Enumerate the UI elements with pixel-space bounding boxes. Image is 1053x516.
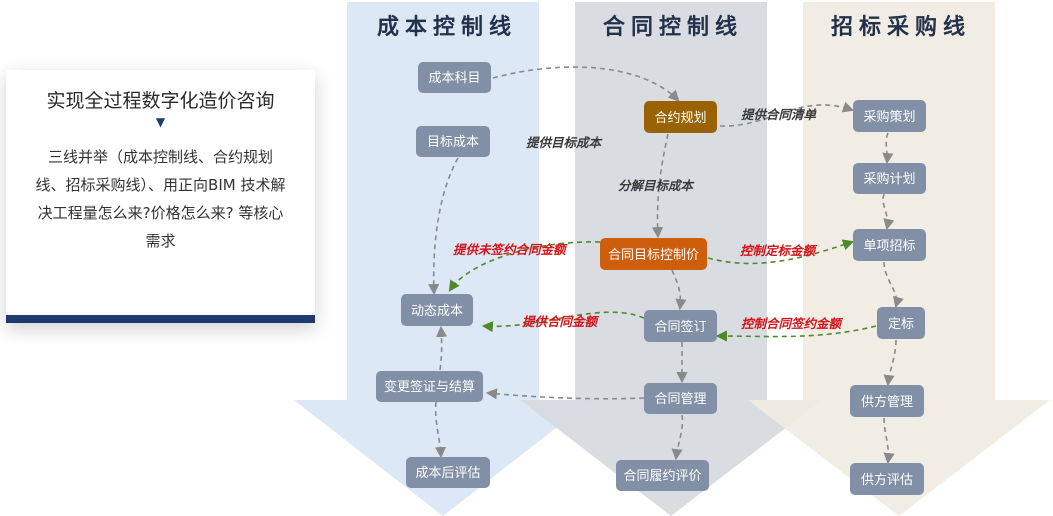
- connector-n4-n3: [435, 325, 448, 371]
- connector-n13-n14: [883, 261, 904, 309]
- node-single-tender[interactable]: 单项招标: [853, 229, 926, 261]
- info-body: 三线并举（成本控制线、合约规划线、招标采购线）、用正向BIM 技术解决工程量怎么…: [35, 148, 286, 250]
- node-target-cost-label: 目标成本: [427, 135, 479, 150]
- node-post-cost-evaluation[interactable]: 成本后评估: [406, 457, 490, 488]
- connector-n15-n16: [883, 417, 895, 465]
- flow-connectors: [428, 66, 904, 465]
- connector-n2-n3: [428, 157, 459, 296]
- node-contract-management-label: 合同管理: [654, 392, 706, 407]
- lane-cost-background: [294, 2, 592, 516]
- edge-label-unsigned-contract-amount: 提供未签约合同金额: [453, 242, 568, 257]
- node-procurement-planning[interactable]: 采购策划: [853, 100, 926, 132]
- node-supplier-evaluation[interactable]: 供方评估: [850, 463, 924, 495]
- lane-tender-title: 招标采购线: [831, 14, 971, 40]
- connector-n12-n13: [882, 193, 895, 231]
- node-cost-subject[interactable]: 成本科目: [418, 62, 491, 93]
- node-target-cost[interactable]: 目标成本: [416, 126, 490, 157]
- edge-label-provide-contract-amount: 提供合同金额: [522, 314, 600, 329]
- node-award-label: 定标: [888, 317, 914, 332]
- node-contract-signing-label: 合同签订: [654, 319, 706, 335]
- connector-n7-n13: [707, 239, 855, 265]
- node-procurement-planning-label: 采购策划: [863, 109, 915, 125]
- connector-n6-n11: [719, 101, 855, 127]
- lane-contract-title: 合同控制线: [603, 14, 743, 40]
- edge-label-decompose-target-cost: 分解目标成本: [618, 178, 696, 193]
- node-contract-planning-label: 合约规划: [654, 111, 706, 126]
- connector-n9-n10: [671, 414, 684, 461]
- edge-label-provide-target-cost: 提供目标成本: [526, 135, 604, 150]
- lane-cost-title: 成本控制线: [377, 14, 517, 40]
- connector-n9-n4: [485, 388, 645, 400]
- connector-n1-n6: [492, 66, 680, 102]
- node-supplier-management[interactable]: 供方管理: [850, 385, 924, 417]
- node-contract-performance-evaluation[interactable]: 合同履约评价: [616, 460, 709, 491]
- connector-n7-n8: [671, 269, 687, 311]
- control-connectors: [448, 239, 877, 342]
- node-cost-subject-label: 成本科目: [428, 71, 480, 86]
- node-dynamic-cost[interactable]: 动态成本: [401, 294, 473, 326]
- info-title: 实现全过程数字化造价咨询: [46, 90, 275, 112]
- edge-label-provide-contract-list: 提供合同清单: [741, 107, 818, 122]
- node-dynamic-cost-label: 动态成本: [411, 304, 463, 319]
- connector-n4-n5: [434, 401, 447, 459]
- node-contract-management[interactable]: 合同管理: [644, 383, 717, 414]
- connector-n7-n3: [448, 241, 601, 292]
- node-procurement-plan[interactable]: 采购计划: [853, 163, 926, 194]
- node-post-cost-evaluation-label: 成本后评估: [415, 466, 480, 481]
- node-change-settlement-label: 变更签证与结算: [384, 379, 475, 395]
- info-accent-bar: [6, 315, 315, 323]
- node-supplier-management-label: 供方管理: [861, 394, 913, 410]
- node-contract-target-price-label: 合同目标控制价: [608, 248, 699, 263]
- connector-n8-n3: [481, 311, 645, 333]
- node-award[interactable]: 定标: [877, 307, 925, 339]
- node-contract-signing[interactable]: 合同签订: [644, 310, 717, 342]
- down-triangle-icon: ▼: [155, 115, 166, 129]
- connector-n6-n7: [651, 133, 669, 239]
- node-change-settlement[interactable]: 变更签证与结算: [376, 371, 483, 402]
- info-card: 实现全过程数字化造价咨询 ▼ 三线并举（成本控制线、合约规划线、招标采购线）、用…: [6, 70, 315, 323]
- edge-label-control-signing-amount: 控制合同签约金额: [741, 316, 844, 331]
- edge-label-control-award-amount: 控制定标金额: [740, 243, 818, 258]
- node-contract-planning[interactable]: 合约规划: [644, 101, 717, 133]
- node-single-tender-label: 单项招标: [863, 239, 915, 254]
- connector-n11-n12: [882, 132, 894, 165]
- node-contract-performance-evaluation-label: 合同履约评价: [623, 469, 701, 484]
- connector-n14-n8: [715, 325, 877, 342]
- node-contract-target-price[interactable]: 合同目标控制价: [600, 238, 707, 270]
- connector-n14-n15: [883, 339, 897, 387]
- node-procurement-plan-label: 采购计划: [863, 171, 915, 187]
- node-supplier-evaluation-label: 供方评估: [861, 472, 913, 488]
